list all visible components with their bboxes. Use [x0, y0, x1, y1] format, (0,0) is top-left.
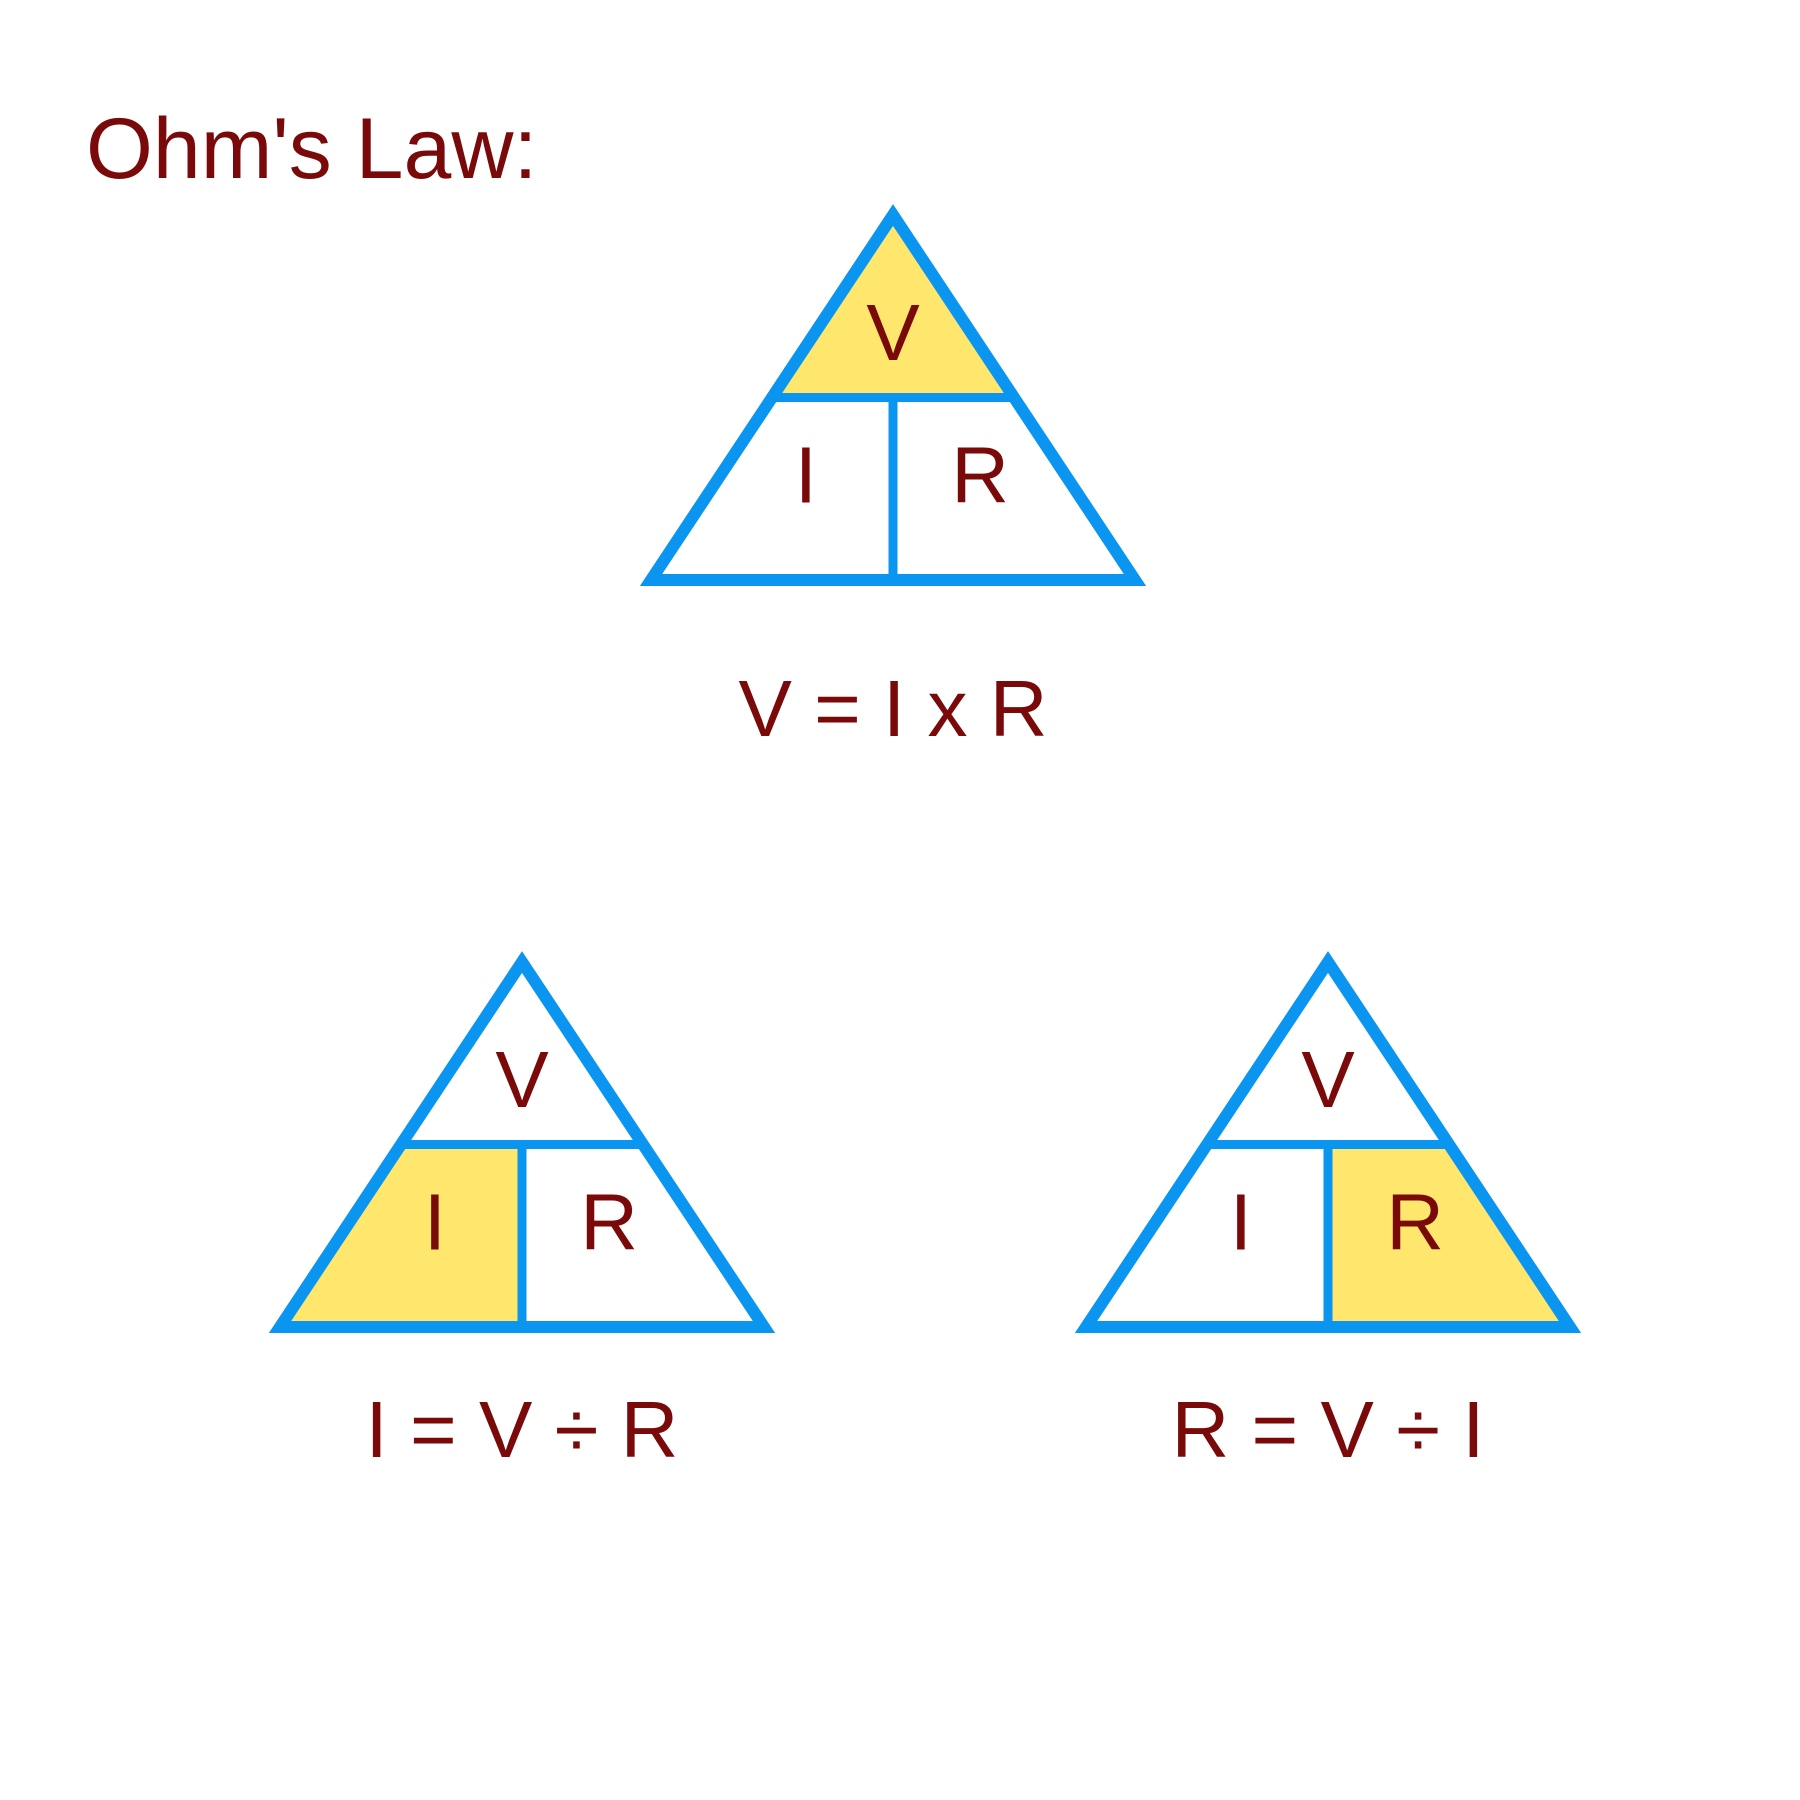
right-cell-highlight — [893, 398, 1135, 581]
page-title: Ohm's Law: — [86, 101, 537, 197]
current-label: I — [1230, 1178, 1252, 1267]
triangle-top: V I R V = I x R — [639, 204, 1147, 753]
formula-text: R = V ÷ I — [1172, 1385, 1485, 1474]
triangle-bottom-right: V I R R = V ÷ I — [1074, 951, 1582, 1474]
formula-text: V = I x R — [739, 664, 1048, 753]
voltage-label: V — [866, 288, 920, 377]
voltage-label: V — [1301, 1035, 1355, 1124]
left-cell-highlight — [280, 1144, 522, 1327]
resistance-label: R — [951, 431, 1009, 520]
resistance-label: R — [1386, 1178, 1444, 1267]
top-cell-highlight — [772, 215, 1014, 398]
right-cell-highlight — [1328, 1144, 1570, 1327]
triangle-outline — [639, 204, 1147, 586]
resistance-label: R — [580, 1178, 638, 1267]
triangle-outline — [1074, 951, 1582, 1333]
triangle-outline — [268, 951, 776, 1333]
triangle-bottom-left: V I R I = V ÷ R — [268, 951, 776, 1474]
voltage-label: V — [495, 1035, 549, 1124]
left-cell-highlight — [1086, 1145, 1328, 1328]
right-cell-highlight — [522, 1145, 764, 1328]
current-label: I — [795, 431, 817, 520]
current-label: I — [424, 1178, 446, 1267]
formula-text: I = V ÷ R — [366, 1385, 679, 1474]
left-cell-highlight — [651, 398, 893, 581]
